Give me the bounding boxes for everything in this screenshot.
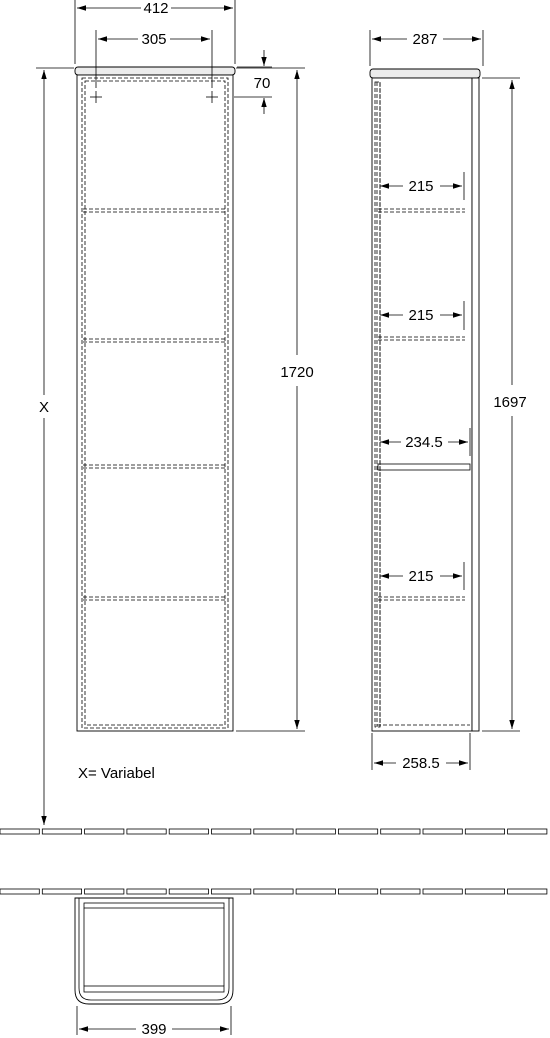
strip-segment (253, 888, 294, 895)
side-shelf-2-label: 215 (408, 307, 433, 324)
front-width-label: 412 (143, 0, 168, 17)
strip-segment (41, 828, 82, 835)
floor-line-upper (0, 828, 548, 835)
strip-segment (380, 828, 421, 835)
strip-segment (84, 888, 125, 895)
dimension-shelf-1: 215 (380, 172, 465, 200)
strip-segment (0, 828, 40, 835)
dimension-412: 412 (74, 0, 236, 64)
dimension-shelf-2: 215 (380, 301, 465, 330)
strip-segment (253, 828, 294, 835)
front-inner-width-label: 305 (141, 31, 166, 48)
front-view: 412 305 70 1720 (36, 0, 314, 825)
front-cabinet-outline (76, 74, 234, 732)
side-shelves (377, 208, 471, 601)
plan-inner-outline (78, 897, 230, 1001)
front-inner-outline-2 (84, 80, 226, 726)
strip-segment (126, 828, 167, 835)
strip-segment (211, 888, 252, 895)
strip-segment (0, 888, 40, 895)
strip-segment (84, 828, 125, 835)
dimension-x: X (36, 67, 74, 825)
front-top-offset-label: 70 (254, 75, 271, 92)
dimension-258-5: 258.5 (371, 733, 471, 772)
dimension-287: 287 (369, 30, 484, 66)
front-inner-outline (81, 77, 229, 729)
side-shelf-3 (377, 463, 471, 471)
dimension-shelf-3: 234.5 (380, 428, 471, 456)
mounting-point-right (206, 91, 218, 103)
strip-segment (380, 888, 421, 895)
plan-outline (74, 897, 234, 1005)
side-depth-label: 287 (412, 31, 437, 48)
strip-segment (422, 888, 463, 895)
side-height-label: 1697 (493, 394, 526, 411)
strip-segment (422, 828, 463, 835)
strip-segment (337, 828, 379, 835)
side-shelf-4-label: 215 (408, 568, 433, 585)
front-shelves (83, 208, 227, 601)
strip-segment (168, 888, 209, 895)
side-bottom-depth-label: 258.5 (402, 755, 440, 772)
variable-height-label: X (39, 399, 49, 416)
strip-segment (464, 828, 505, 835)
front-height-label: 1720 (280, 364, 313, 381)
strip-segment (126, 888, 167, 895)
dimension-305: 305 (95, 30, 213, 88)
side-door-panel (471, 77, 480, 732)
strip-segment (464, 888, 505, 895)
plan-front-panel (83, 985, 225, 993)
side-view: 287 215 215 234.5 215 (369, 30, 527, 772)
floor-line-lower (0, 888, 548, 895)
dimension-shelf-4: 215 (380, 562, 465, 590)
side-shelf-1-label: 215 (408, 178, 433, 195)
strip-segment (41, 888, 82, 895)
strip-segment (211, 828, 252, 835)
strip-segment (507, 888, 548, 895)
mounting-point-left (90, 91, 102, 103)
side-cabinet-outline (371, 77, 473, 732)
variable-legend: X= Variabel (78, 765, 155, 782)
plan-width-label: 399 (141, 1021, 166, 1038)
strip-segment (295, 828, 336, 835)
dimension-1697: 1697 (482, 77, 527, 732)
dimension-70: 70 (234, 50, 272, 114)
side-back-panel (374, 81, 381, 728)
strip-segment (507, 828, 548, 835)
front-top-plate (74, 66, 236, 76)
plan-view: 399 (74, 897, 234, 1038)
side-shelf-3-label: 234.5 (405, 434, 443, 451)
dimension-1720: 1720 (236, 67, 314, 732)
plan-back-panel (83, 902, 225, 909)
dimension-399: 399 (76, 1006, 232, 1038)
side-top-plate (369, 68, 481, 79)
strip-segment (337, 888, 379, 895)
strip-segment (295, 888, 336, 895)
strip-segment (168, 828, 209, 835)
